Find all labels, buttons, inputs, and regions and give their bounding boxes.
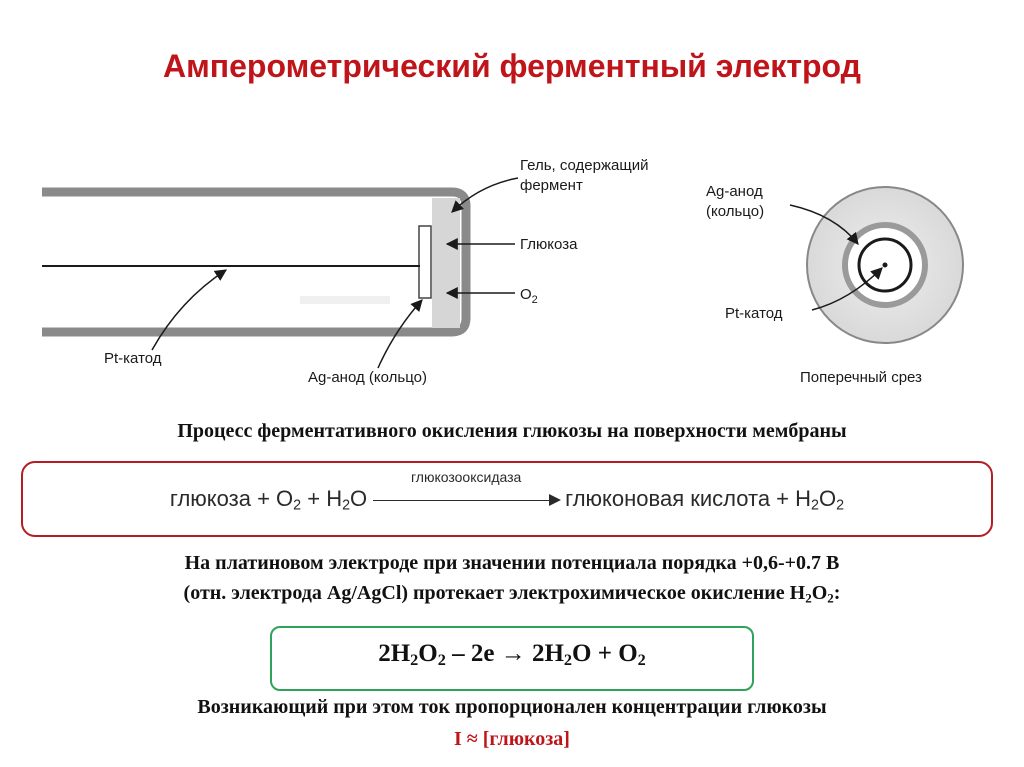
- cross-ag-label-line1: Ag-анод: [706, 183, 763, 200]
- enzyme-gel-layer: [432, 198, 460, 328]
- ag-anode-label: Ag-анод (кольцо): [308, 369, 427, 386]
- ag-ring-anode: [418, 225, 432, 299]
- gel-label-line1: Гель, содержащий: [520, 157, 648, 174]
- reaction-box: [21, 461, 993, 537]
- cross-section-pt-center: [882, 262, 888, 268]
- glucose-label: Глюкоза: [520, 236, 578, 253]
- catalyst-label: глюкозооксидаза: [411, 469, 522, 486]
- electrochemical-equation-box: [270, 626, 754, 691]
- gel-label-line2: фермент: [520, 177, 583, 194]
- cross-section-label: Поперечный срез: [800, 369, 922, 386]
- electrode-side-view: [42, 187, 471, 337]
- electrode-tube-top: [42, 187, 471, 207]
- ag-anode-arrow: [377, 299, 423, 369]
- description-line1: На платиновом электроде при значении пот…: [184, 552, 840, 574]
- description-line2: (отн. электрода Ag/AgCl) протекает элект…: [183, 582, 841, 606]
- cross-pt-label: Pt-катод: [725, 305, 783, 322]
- platinum-electrode-description: На платиновом электроде при значении пот…: [30, 548, 994, 608]
- electrode-tube-bottom: [42, 317, 471, 337]
- side-view-labels: Гель, содержащий фермент Глюкоза O2 Pt-к…: [104, 157, 648, 386]
- gel-arrow: [451, 177, 519, 213]
- current-formula: I ≈ [глюкоза]: [454, 728, 570, 750]
- electrochemical-equation: 2H2O2 – 2e → 2H2O + O2: [378, 640, 646, 670]
- reaction-arrow: глюкозооксидаза: [371, 469, 562, 511]
- o2-label: O2: [520, 286, 538, 306]
- process-title: Процесс ферментативного окисления глюкоз…: [177, 420, 847, 442]
- pt-cathode-arrow: [151, 269, 228, 351]
- cross-section-view: Ag-анод (кольцо) Pt-катод Поперечный сре…: [706, 183, 964, 386]
- pt-cathode-label: Pt-катод: [104, 350, 162, 367]
- slide-title: Амперометрический ферментный электрод: [163, 48, 861, 84]
- cross-pt-arrow: [811, 267, 883, 311]
- conclusion-text: Возникающий при этом ток пропорционален …: [197, 696, 827, 718]
- cross-ag-label-line2: (кольцо): [706, 203, 764, 220]
- cross-ag-arrow: [789, 204, 859, 245]
